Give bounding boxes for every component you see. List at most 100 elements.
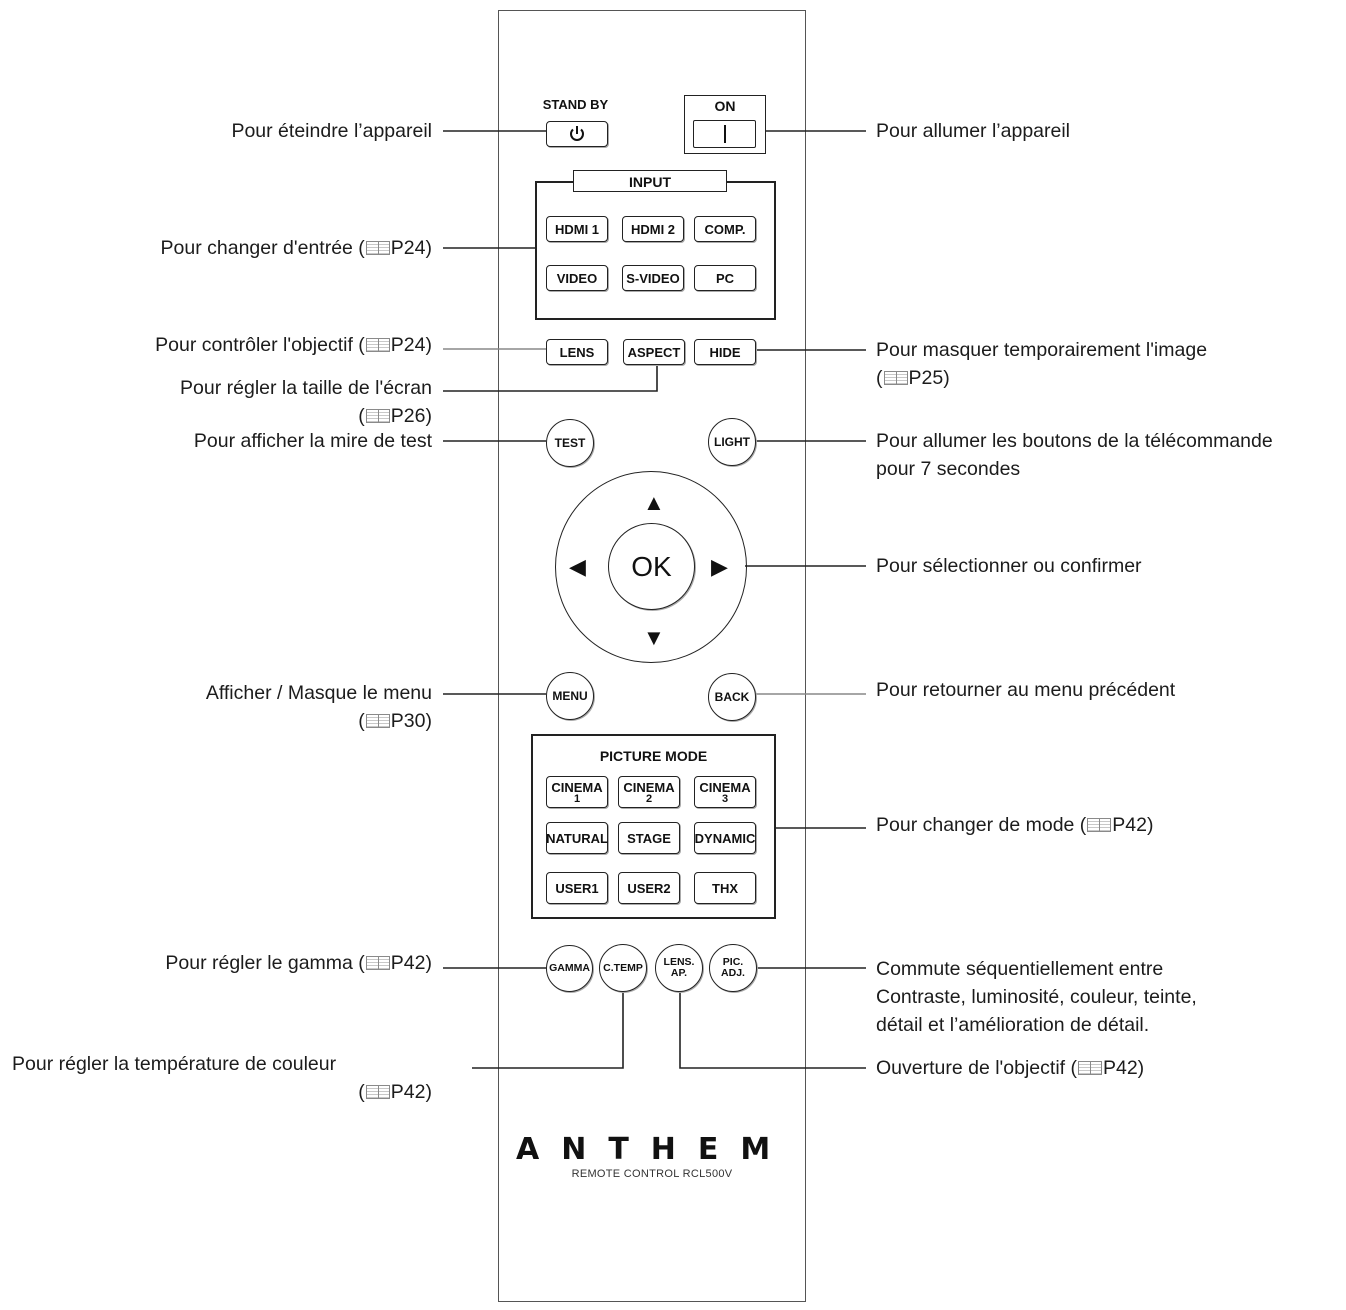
callout-on: Pour allumer l’appareil xyxy=(876,120,1071,142)
picture-mode-button[interactable]: THX xyxy=(694,872,756,904)
book-icon xyxy=(365,1085,390,1099)
callout-lens-ref: P24) xyxy=(390,334,432,356)
ctemp-button[interactable]: C.TEMP xyxy=(599,944,647,992)
callout-hide-ref-row: (P25) xyxy=(876,364,1207,392)
callout-test: Pour afficher la mire de test xyxy=(193,430,432,452)
callout-picture-mode: Pour changer de mode ( P42) xyxy=(876,811,1154,839)
input-button[interactable]: HDMI 1 xyxy=(546,216,608,242)
callout-ok: Pour sélectionner ou confirmer xyxy=(876,555,1142,577)
callout-aspect-text: Pour régler la taille de l'écran xyxy=(180,377,432,399)
callout-input-text: Pour changer d'entrée ( xyxy=(160,237,365,259)
input-group xyxy=(535,181,776,320)
nav-ring xyxy=(555,471,747,663)
menu-button[interactable]: MENU xyxy=(546,672,594,720)
callout-aspect: Pour régler la taille de l'écran (P26) xyxy=(180,374,432,430)
light-button[interactable]: LIGHT xyxy=(708,418,756,466)
callout-picture-mode-ref: P42) xyxy=(1112,814,1154,836)
callout-gamma-ref: P42) xyxy=(390,952,432,974)
picture-mode-title: PICTURE MODE xyxy=(599,748,708,764)
book-icon xyxy=(883,371,908,385)
brand-logo: ANTHEM xyxy=(516,1132,793,1167)
callout-input-ref: P24) xyxy=(390,237,432,259)
picture-mode-button[interactable]: NATURAL xyxy=(546,822,608,854)
arrow-down-button[interactable]: ▼ xyxy=(643,625,665,650)
callout-aspect-ref-open: ( xyxy=(358,405,365,427)
picture-mode-number: 3 xyxy=(721,792,729,805)
hide-button[interactable]: HIDE xyxy=(694,339,756,365)
picture-mode-label: USER2 xyxy=(627,880,671,896)
callout-gamma: Pour régler le gamma ( P42) xyxy=(165,949,432,977)
picture-mode-label: THX xyxy=(712,880,738,896)
picture-mode-label: CINEMA xyxy=(623,779,675,795)
arrow-left-button[interactable]: ◀ xyxy=(569,554,586,579)
callout-ctemp: Pour régler la température de couleur xyxy=(12,1053,337,1075)
callout-light-line2: pour 7 secondes xyxy=(876,458,1021,480)
book-icon xyxy=(1087,818,1112,832)
picture-mode-number: 2 xyxy=(645,792,653,805)
picture-mode-label: CINEMA xyxy=(699,779,751,795)
standby-label: STAND BY xyxy=(542,97,609,112)
picture-mode-label: NATURAL xyxy=(546,830,608,846)
lens-ap-line1: LENS. xyxy=(663,956,695,968)
pic-adj-button[interactable]: PIC. ADJ. xyxy=(709,944,757,992)
gamma-button[interactable]: GAMMA xyxy=(546,945,593,992)
callout-lens-ap: Ouverture de l'objectif (P42) xyxy=(876,1054,1144,1082)
input-button[interactable]: S-VIDEO xyxy=(622,265,684,291)
picture-mode-label: CINEMA xyxy=(551,779,603,795)
input-button[interactable]: PC xyxy=(694,265,756,291)
book-icon xyxy=(1077,1061,1102,1075)
input-button[interactable]: COMP. xyxy=(694,216,756,242)
picture-mode-button[interactable]: USER1 xyxy=(546,872,608,904)
book-icon xyxy=(365,714,390,728)
picture-mode-label: STAGE xyxy=(627,830,671,846)
callout-menu-text: Afficher / Masque le menu xyxy=(205,682,432,704)
callout-pic-adj: Commute séquentiellement entre Contraste… xyxy=(876,955,1197,1039)
picture-mode-group xyxy=(531,734,776,919)
callout-picture-mode-text: Pour changer de mode ( xyxy=(876,814,1087,836)
callout-hide: Pour masquer temporairement l'image (P25… xyxy=(876,336,1207,392)
callout-ctemp-ref: P42) xyxy=(390,1081,432,1103)
callout-light: Pour allumer les boutons de la télécomma… xyxy=(876,427,1273,483)
callout-gamma-text: Pour régler le gamma ( xyxy=(165,952,365,974)
callout-back: Pour retourner au menu précédent xyxy=(876,679,1176,701)
on-label: ON xyxy=(714,98,736,114)
back-button[interactable]: BACK xyxy=(708,673,756,721)
callout-standby: Pour éteindre l’appareil xyxy=(231,120,432,142)
input-button[interactable]: VIDEO xyxy=(546,265,608,291)
aspect-button[interactable]: ASPECT xyxy=(623,339,685,365)
lens-ap-button[interactable]: LENS. AP. xyxy=(655,944,703,992)
callout-ctemp-ref-open: ( xyxy=(358,1081,365,1103)
picture-mode-button[interactable]: STAGE xyxy=(618,822,680,854)
book-icon xyxy=(365,956,390,970)
pic-adj-line1: PIC. xyxy=(722,956,744,968)
picture-mode-button[interactable]: DYNAMIC xyxy=(694,822,756,854)
book-icon xyxy=(365,409,390,423)
on-button[interactable] xyxy=(693,120,756,148)
callout-input: Pour changer d'entrée ( P24) xyxy=(161,234,432,262)
ok-button[interactable]: OK xyxy=(608,523,695,610)
callout-lens-text: Pour contrôler l'objectif ( xyxy=(155,334,365,356)
test-button[interactable]: TEST xyxy=(546,419,594,467)
callout-lens: Pour contrôler l'objectif ( P24) xyxy=(155,331,432,359)
callout-pic-adj-line3: détail et l’amélioration de détail. xyxy=(876,1014,1150,1036)
book-icon xyxy=(365,241,390,255)
arrow-up-button[interactable]: ▲ xyxy=(643,490,665,515)
callout-lens-ap-ref: P42) xyxy=(1102,1057,1145,1079)
picture-mode-label: USER1 xyxy=(555,880,599,896)
input-button[interactable]: HDMI 2 xyxy=(622,216,684,242)
callout-menu-ref: P30) xyxy=(390,710,432,732)
lens-button[interactable]: LENS xyxy=(546,339,608,365)
book-icon xyxy=(365,338,390,352)
lens-ap-line2: AP. xyxy=(670,967,688,979)
pic-adj-line2: ADJ. xyxy=(721,967,745,979)
callout-hide-ref: P25) xyxy=(908,367,950,389)
callout-menu-ref-row: (P30) xyxy=(206,707,432,735)
arrow-right-button[interactable]: ▶ xyxy=(711,554,728,579)
picture-mode-button[interactable]: USER2 xyxy=(618,872,680,904)
callout-pic-adj-line2: Contraste, luminosité, couleur, teinte, xyxy=(876,986,1197,1008)
standby-button[interactable] xyxy=(546,121,608,147)
